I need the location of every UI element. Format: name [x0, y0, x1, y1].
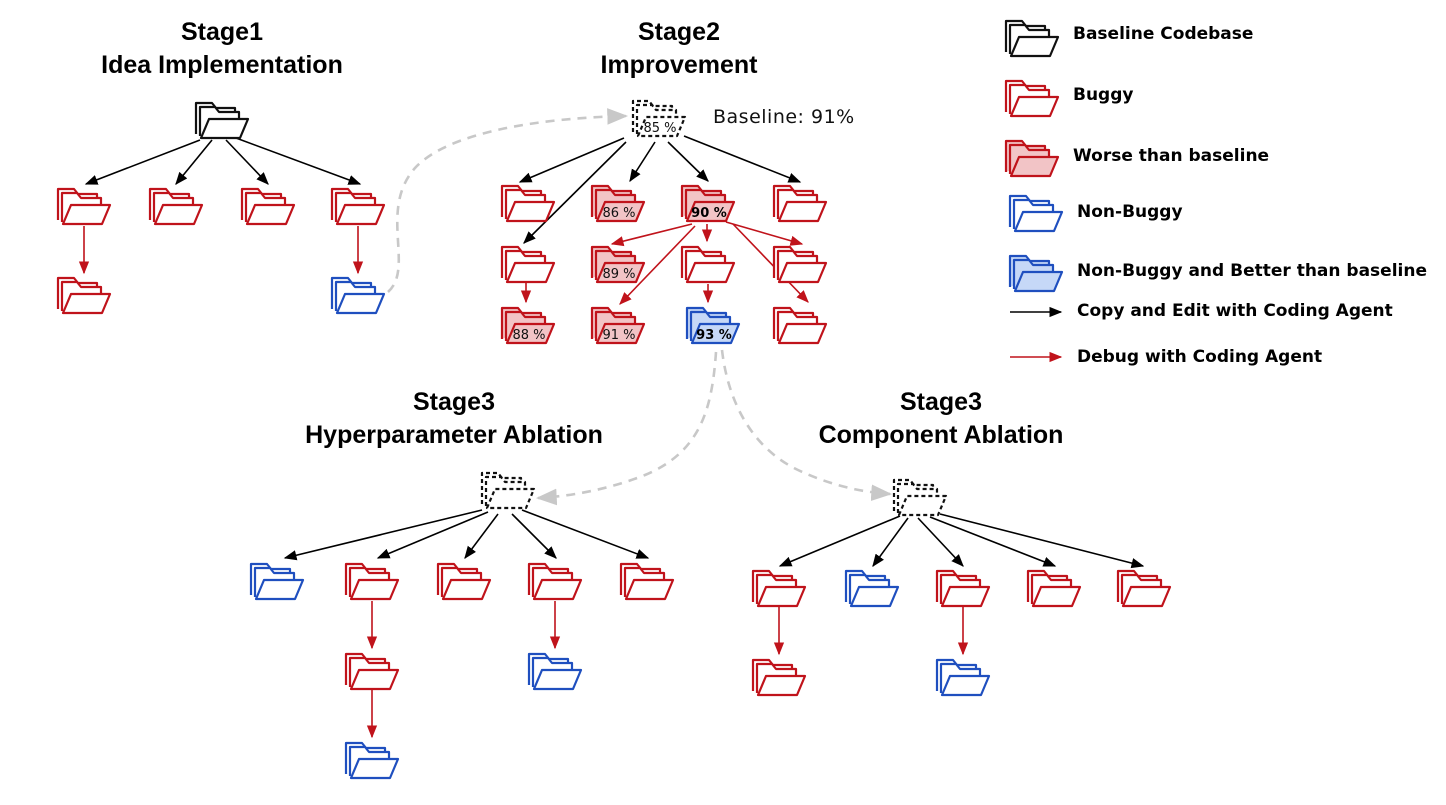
legend-baseline-codebase-label: Baseline Codebase [1073, 24, 1254, 44]
stage3a-edge-5 [521, 509, 650, 559]
stage2-root-folder-label: 85 % [643, 121, 676, 136]
stage3b-edge-1 [778, 515, 901, 567]
stage1-edge-4 [235, 137, 362, 185]
stage2-debug-n90-a [610, 223, 693, 247]
legend-baseline-icon [1004, 19, 1060, 58]
stage3b-child-4-folder [1026, 569, 1082, 608]
stage3b-child-2-folder [844, 569, 900, 608]
stage3a-child-1-folder [249, 562, 305, 601]
stage2-gc-2-folder: 89 % [590, 245, 646, 284]
stage1-edge-3 [225, 139, 269, 185]
stage3a-gc-4-folder [527, 652, 583, 691]
stage3b-child-1-folder [751, 569, 807, 608]
legend-worse-icon [1004, 139, 1060, 178]
stage3a-edge-4 [511, 513, 557, 559]
stage3a-gc-2-folder [344, 652, 400, 691]
stage3a-edge-1 [283, 509, 483, 561]
stage1-child-2-folder [148, 187, 204, 226]
stage3a-child-4-folder [527, 562, 583, 601]
stage3b-gc-1-folder [751, 658, 807, 697]
stage1-title-line2: Idea Implementation [101, 51, 343, 79]
stage1-child-1-folder [56, 187, 112, 226]
stage3b-title-line2: Component Ablation [818, 421, 1064, 449]
legend-buggy-label: Buggy [1073, 85, 1134, 105]
stage2-debug-n90-e [732, 223, 809, 303]
stage2-ggc-3-folder: 93 % [685, 306, 741, 345]
legend-non-buggy-icon [1008, 194, 1064, 233]
legend-worse-label: Worse than baseline [1073, 146, 1270, 166]
stage1-debug-1-folder [56, 276, 112, 315]
stage2-child-4-folder [772, 184, 828, 223]
legend-buggy-icon [1004, 79, 1060, 118]
promote-stage1-to-stage2 [387, 108, 629, 293]
stage1-root-folder [194, 101, 250, 140]
stage2-gc-4-folder [772, 245, 828, 284]
stage2-ggc-2-folder-label: 91 % [602, 328, 635, 343]
stage1-debug-4-folder [330, 276, 386, 315]
stage3a-ggc-2-folder [344, 741, 400, 780]
stage2-root-folder: 85 % [631, 99, 687, 138]
folders-layer: 85 % 86 % 90 % 89 % 88 % 91 % 93 % [56, 19, 1172, 780]
stage1-edge-2 [175, 139, 213, 185]
stage3b-child-5-folder [1116, 569, 1172, 608]
stage1-title-line1: Stage1 [181, 18, 263, 46]
stage2-child-3-folder-label: 90 % [691, 206, 727, 221]
legend-non-buggy-label: Non-Buggy [1077, 202, 1183, 222]
stage3-component-title: Stage3 Component Ablation [819, 386, 1064, 452]
legend-debug-label: Debug with Coding Agent [1077, 347, 1323, 367]
stage3a-root-folder [480, 471, 536, 510]
stage1-title: Stage1 Idea Implementation [101, 16, 343, 82]
stage2-ggc-3-folder-label: 93 % [696, 328, 732, 343]
promote-stage2-to-stage3b [720, 349, 893, 502]
stage2-gc-3-folder [680, 245, 736, 284]
stage2-child-3-folder: 90 % [680, 184, 736, 223]
links-layer [78, 108, 1145, 739]
stage2-debug-n90-d [619, 225, 696, 305]
stage2-child-2-folder: 86 % [590, 184, 646, 223]
stage2-ggc-2-folder: 91 % [590, 306, 646, 345]
stage3a-child-5-folder [619, 562, 675, 601]
stage3b-gc-3-folder [935, 658, 991, 697]
stage2-edge-5 [683, 135, 802, 183]
stage3a-edge-3 [464, 513, 499, 560]
stage2-child-2-folder-label: 86 % [602, 206, 635, 221]
stage2-edge-3 [629, 141, 656, 183]
stage2-debug-n90-c [725, 221, 804, 246]
stage2-edge-2 [523, 141, 627, 244]
stage3b-edge-5 [939, 513, 1145, 569]
stage1-edge-1 [84, 139, 201, 185]
stage2-title: Stage2 Improvement [601, 16, 758, 82]
stage3b-title-line1: Stage3 [900, 388, 982, 416]
stage3b-child-3-folder [935, 569, 991, 608]
stage1-child-3-folder [240, 187, 296, 226]
stage3a-title-line1: Stage3 [413, 388, 495, 416]
stage3b-edge-4 [929, 516, 1057, 567]
stage3b-edge-2 [872, 517, 909, 568]
stage3b-edge-3 [917, 517, 964, 567]
stage2-ggc-1-folder: 88 % [500, 306, 556, 345]
stage1-child-4-folder [330, 187, 386, 226]
legend-copy-edit-label: Copy and Edit with Coding Agent [1077, 301, 1393, 321]
baseline-note: Baseline: 91% [713, 106, 855, 128]
stage2-title-line2: Improvement [600, 51, 758, 79]
stage3b-root-folder [892, 478, 948, 517]
legend-non-buggy-better-label: Non-Buggy and Better than baseline [1077, 261, 1427, 281]
stage2-gc-2-folder-label: 89 % [602, 267, 635, 282]
stage3a-title-line2: Hyperparameter Ablation [305, 421, 603, 449]
stage2-child-1-folder [500, 184, 556, 223]
legend-better-icon [1008, 254, 1064, 293]
stage2-edge-4 [667, 141, 709, 182]
promote-stage2-to-stage3a [535, 351, 718, 506]
stage3a-child-2-folder [344, 562, 400, 601]
stage2-ggc-4-folder [772, 306, 828, 345]
stage3a-edge-2 [376, 511, 489, 559]
stage2-gc-1-folder [500, 245, 556, 284]
stage2-edge-1 [518, 137, 625, 183]
stage3a-child-3-folder [436, 562, 492, 601]
stage2-title-line1: Stage2 [638, 18, 720, 46]
stage2-ggc-1-folder-label: 88 % [512, 328, 545, 343]
stage3-hyperparameter-title: Stage3 Hyperparameter Ablation [305, 386, 603, 452]
